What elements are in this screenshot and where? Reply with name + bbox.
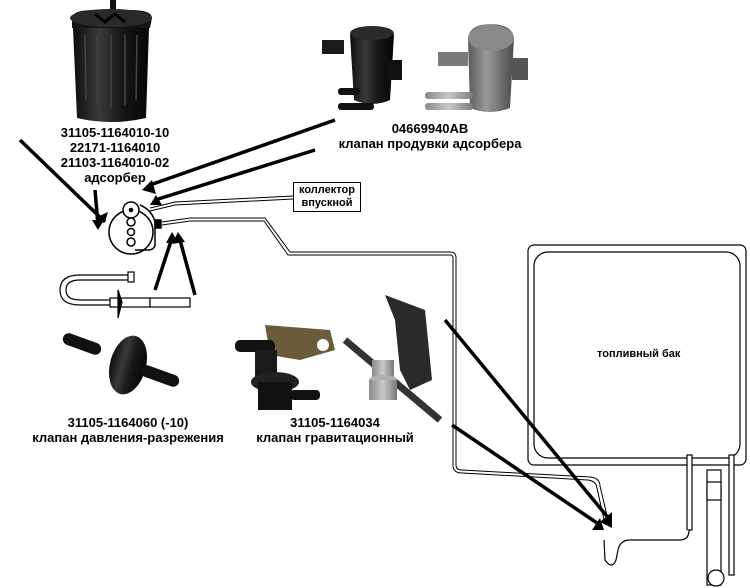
gravity-valve-photo-gray	[342, 295, 443, 423]
intake-manifold-line2: впускной	[301, 197, 353, 209]
gravity-valve-photo-black	[235, 325, 335, 410]
pressure-valve-label: 31105-1164060 (-10) клапан давления-разр…	[18, 415, 238, 445]
gravity-valve-label: 31105-1164034 клапан гравитационный	[250, 415, 420, 445]
purge-valve-label: 04669940AB клапан продувки адсорбера	[330, 121, 530, 151]
adsorber-photo	[70, 0, 152, 122]
purge-valve-photo-gray	[425, 24, 528, 112]
arrow-heads	[92, 180, 612, 530]
u-tube-schematic	[59, 271, 191, 319]
adsorber-part-number-2: 22171-1164010	[69, 140, 161, 155]
pressure-valve-photo	[62, 333, 180, 395]
purge-valve-photo-black	[322, 26, 402, 110]
gravity-valve-name: клапан гравитационный	[256, 430, 414, 445]
fuel-tank-label: топливный бак	[597, 348, 681, 360]
intake-manifold-label: коллектор впускной	[293, 182, 361, 212]
adsorber-schematic	[108, 201, 162, 255]
pressure-valve-part-number: 31105-1164060 (-10)	[67, 415, 189, 430]
purge-valve-name: клапан продувки адсорбера	[338, 136, 522, 151]
adsorber-name: адсорбер	[84, 170, 146, 185]
gravity-valve-part-number: 31105-1164034	[290, 415, 380, 430]
pipes	[149, 195, 609, 521]
pointer-arrows	[18, 118, 612, 527]
adsorber-part-number-1: 31105-1164010-10	[60, 125, 170, 140]
fuel-tank	[527, 244, 747, 466]
tank-fittings	[603, 454, 735, 587]
adsorber-label: 31105-1164010-10 22171-1164010 21103-116…	[58, 125, 172, 185]
purge-valve-part-number: 04669940AB	[391, 121, 469, 136]
pressure-valve-name: клапан давления-разрежения	[32, 430, 224, 445]
adsorber-part-number-3: 21103-1164010-02	[60, 155, 170, 170]
intake-manifold-line1: коллектор	[299, 184, 355, 196]
